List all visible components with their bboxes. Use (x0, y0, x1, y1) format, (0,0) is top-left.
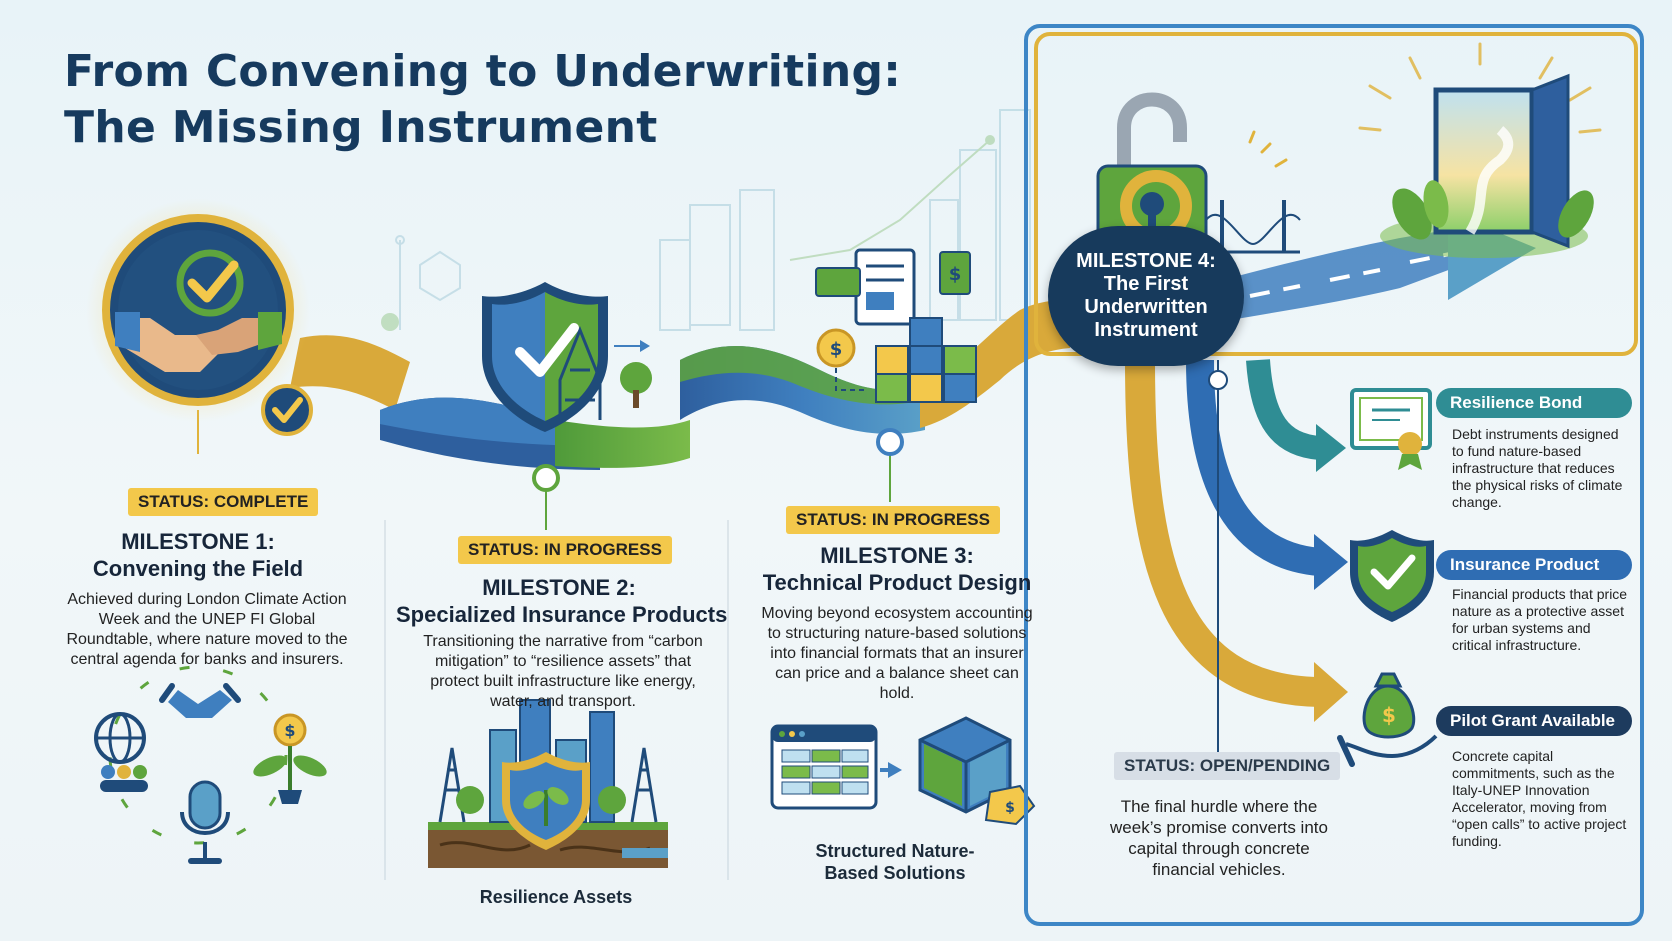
outcome-insurance-product-description: Financial products that price nature as … (1452, 586, 1628, 653)
page-title-line-2: The Missing Instrument (64, 102, 658, 153)
svg-text:$: $ (1382, 703, 1396, 727)
milestone-3-title-line-1: MILESTONE 3: (820, 543, 974, 568)
financial-structuring-icon: $ $ (815, 248, 977, 403)
outcome-resilience-bond-label: Resilience Bond (1436, 388, 1632, 418)
milestone-2-title-line-1: MILESTONE 2: (482, 575, 636, 600)
milestone-1-title: MILESTONE 1: Convening the Field (60, 528, 336, 582)
shield-check-icon (1350, 530, 1434, 622)
milestone-3-status-badge: STATUS: IN PROGRESS (786, 506, 1000, 534)
convening-icons-cluster: $ (94, 665, 327, 864)
certificate-icon (1350, 388, 1432, 470)
milestone-2-node (532, 464, 560, 492)
svg-text:$: $ (284, 721, 295, 740)
outcome-pilot-grant-label: Pilot Grant Available (1436, 706, 1632, 736)
structured-solutions-illustration: $ (770, 716, 1036, 826)
milestone-3-node (876, 428, 904, 456)
svg-text:$: $ (830, 339, 843, 360)
money-bag-hand-icon: $ (1337, 672, 1438, 767)
resilience-assets-illustration (428, 699, 668, 868)
milestone-2-status-badge: STATUS: IN PROGRESS (458, 536, 672, 564)
outcome-resilience-bond-description: Debt instruments designed to fund nature… (1452, 426, 1623, 510)
outcome-arrows (1125, 359, 1348, 764)
page-title-line-1: From Convening to Underwriting: (64, 46, 902, 97)
milestone-4-status-badge: STATUS: OPEN/PENDING (1114, 752, 1341, 780)
milestone-3-caption: Structured Nature-Based Solutions (815, 841, 975, 883)
milestone-4-hub: MILESTONE 4: The First Underwritten Inst… (1048, 226, 1244, 366)
milestone-4-title-line-4: Instrument (1094, 319, 1198, 341)
city-skyline-background (381, 109, 1031, 331)
milestone-2-caption: Resilience Assets (479, 887, 633, 907)
page-title: From Convening to Underwriting: The Miss… (64, 44, 901, 156)
milestone-1-title-line-2: Convening the Field (92, 556, 304, 581)
outcome-pilot-grant-description: Concrete capital commitments, such as th… (1452, 748, 1627, 849)
milestone-3-title-line-2: Technical Product Design (762, 570, 1032, 595)
milestone-4-description: The final hurdle where the week’s promis… (1110, 797, 1328, 879)
shield-infrastructure-icon (482, 282, 652, 432)
milestone-1-description: Achieved during London Climate Action We… (66, 591, 348, 668)
milestone-2-description: Transitioning the narrative from “carbon… (423, 633, 703, 710)
milestone-1-status-badge: STATUS: COMPLETE (128, 488, 319, 516)
svg-text:$: $ (949, 264, 962, 285)
open-door-icon (1358, 42, 1602, 258)
svg-text:$: $ (1005, 800, 1015, 816)
milestone-4-title-line-2: The First (1103, 273, 1189, 295)
milestone-2-title-line-2: Specialized Insurance Products (396, 602, 728, 627)
outcome-insurance-product-label: Insurance Product (1436, 550, 1632, 580)
milestone-1-title-line-1: MILESTONE 1: (121, 529, 275, 554)
milestone-4-title-line-3: Underwritten (1084, 296, 1208, 318)
milestone-4-highlight-frame (1034, 32, 1638, 356)
handshake-check-icon (86, 198, 313, 436)
milestone-4-node (1208, 370, 1228, 390)
milestone-3-title: MILESTONE 3: Technical Product Design (752, 542, 1042, 596)
milestone-3-description: Moving beyond ecosystem accounting to st… (761, 605, 1033, 702)
milestone-4-title-line-1: MILESTONE 4: (1076, 250, 1216, 272)
milestone-4-panel (1024, 24, 1644, 926)
milestone-2-title: MILESTONE 2: Specialized Insurance Produ… (396, 574, 728, 628)
